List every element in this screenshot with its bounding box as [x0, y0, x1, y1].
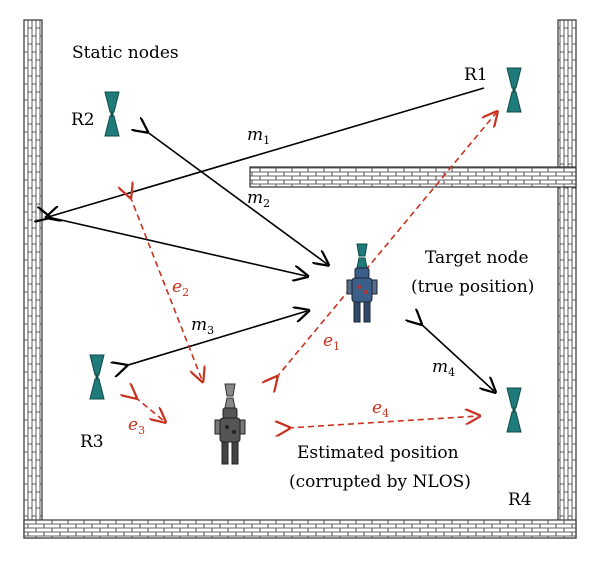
robot-icon [346, 243, 378, 323]
antenna-icon [89, 354, 105, 400]
r4-label: R4 [508, 490, 532, 510]
error-lines [130, 113, 496, 428]
r2-label: R2 [71, 110, 95, 130]
static-nodes-label: Static nodes [72, 43, 179, 63]
right-wall [557, 19, 577, 539]
estimated-position-sublabel: (corrupted by NLOS) [289, 472, 471, 492]
m3-line [125, 311, 307, 366]
e1-label: e1 [323, 331, 340, 353]
wall-to-target-line [48, 217, 306, 276]
left-wall [23, 19, 43, 539]
e3-line [135, 397, 164, 421]
antenna-icon [506, 67, 522, 113]
e2-line [130, 196, 202, 380]
m1-label: m1 [247, 125, 270, 147]
e4-line [288, 416, 478, 428]
m2-line [146, 131, 327, 264]
antenna-icon [506, 387, 522, 433]
e1-line [276, 113, 496, 378]
r3-label: R3 [80, 432, 104, 452]
e2-label: e2 [172, 277, 189, 299]
bottom-wall [23, 519, 577, 539]
robot-icon [214, 383, 246, 465]
target-node-label: Target node [425, 248, 529, 268]
m3-label: m3 [191, 315, 214, 337]
antenna-icon [104, 91, 120, 137]
m4-label: m4 [432, 357, 455, 379]
r1-label: R1 [464, 65, 488, 85]
m2-label: m2 [247, 188, 270, 210]
target-node-sublabel: (true position) [411, 277, 534, 297]
estimated-position-label: Estimated position [297, 443, 459, 463]
e4-label: e4 [372, 398, 389, 420]
e3-label: e3 [128, 415, 145, 437]
inner-wall [249, 166, 577, 188]
